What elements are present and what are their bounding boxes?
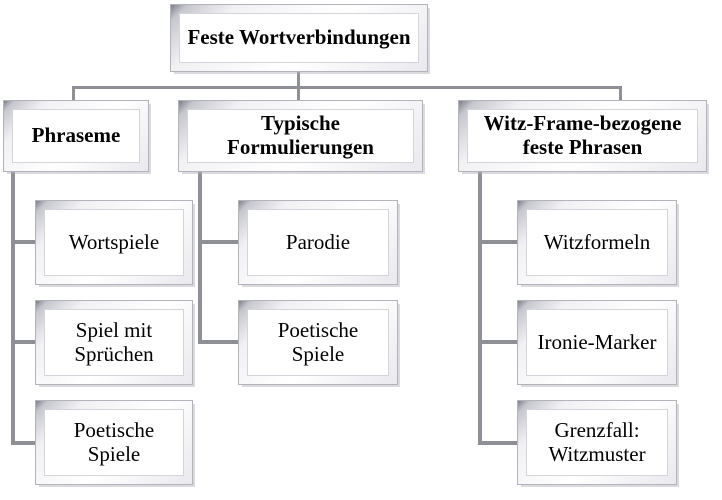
header-label: Phraseme xyxy=(31,123,121,148)
node-face: Grenzfall: Witzmuster xyxy=(526,409,668,476)
node-face: Spiel mit Sprüchen xyxy=(44,309,184,376)
node-face: Phraseme xyxy=(12,109,140,163)
node-face: Poetische Spiele xyxy=(247,309,389,376)
root-node-label: Feste Wortverbindungen xyxy=(187,25,411,50)
child-node-grenzfall-witzmuster: Grenzfall: Witzmuster xyxy=(517,400,677,485)
child-node-wortspiele: Wortspiele xyxy=(35,200,193,285)
child-label: Ironie-Marker xyxy=(537,329,657,354)
connector-col1-stub-3 xyxy=(11,441,35,445)
child-node-ironie-marker: Ironie-Marker xyxy=(517,300,677,385)
connector-col1-stub-2 xyxy=(11,340,35,344)
root-node-face: Feste Wortverbindungen xyxy=(179,13,419,63)
connector-drop-left xyxy=(72,86,75,100)
node-face: Witzformeln xyxy=(526,209,668,276)
child-node-poetische-spiele-1: Poetische Spiele xyxy=(35,400,193,485)
root-node: Feste Wortverbindungen xyxy=(170,4,428,72)
child-label: Wortspiele xyxy=(68,229,160,254)
child-label: Spiel mit Sprüchen xyxy=(74,317,154,366)
child-label: Witzformeln xyxy=(543,229,651,254)
child-node-parodie: Parodie xyxy=(238,200,398,285)
child-label: Grenzfall: Witzmuster xyxy=(548,417,646,466)
child-node-poetische-spiele-2: Poetische Spiele xyxy=(238,300,398,385)
node-face: Typische Formulierungen xyxy=(187,109,414,163)
header-node-witz-frame-bezogene: Witz-Frame-bezogene feste Phrasen xyxy=(458,100,707,172)
child-label: Poetische Spiele xyxy=(73,417,155,466)
connector-col1-stub-1 xyxy=(11,240,35,244)
child-node-spiel-mit-spruechen: Spiel mit Sprüchen xyxy=(35,300,193,385)
node-face: Wortspiele xyxy=(44,209,184,276)
header-node-typische-formulierungen: Typische Formulierungen xyxy=(178,100,423,172)
connector-col3-stub-1 xyxy=(478,240,517,244)
connector-top-horizontal xyxy=(72,86,622,89)
node-face: Parodie xyxy=(247,209,389,276)
node-face: Poetische Spiele xyxy=(44,409,184,476)
connector-col3-stub-3 xyxy=(478,441,517,445)
node-face: Ironie-Marker xyxy=(526,309,668,376)
connector-col2-vertical xyxy=(198,172,202,344)
header-label: Witz-Frame-bezogene feste Phrasen xyxy=(483,111,682,159)
node-face: Witz-Frame-bezogene feste Phrasen xyxy=(467,109,698,163)
child-label: Poetische Spiele xyxy=(277,317,359,366)
connector-col2-stub-1 xyxy=(198,240,238,244)
connector-col2-stub-2 xyxy=(198,340,238,344)
header-label: Typische Formulierungen xyxy=(227,111,374,159)
child-label: Parodie xyxy=(285,229,351,254)
connector-col3-vertical xyxy=(478,172,482,445)
header-node-phraseme: Phraseme xyxy=(3,100,149,172)
connector-drop-right xyxy=(619,86,622,100)
connector-col1-vertical xyxy=(11,172,15,445)
connector-col3-stub-2 xyxy=(478,340,517,344)
child-node-witzformeln: Witzformeln xyxy=(517,200,677,285)
